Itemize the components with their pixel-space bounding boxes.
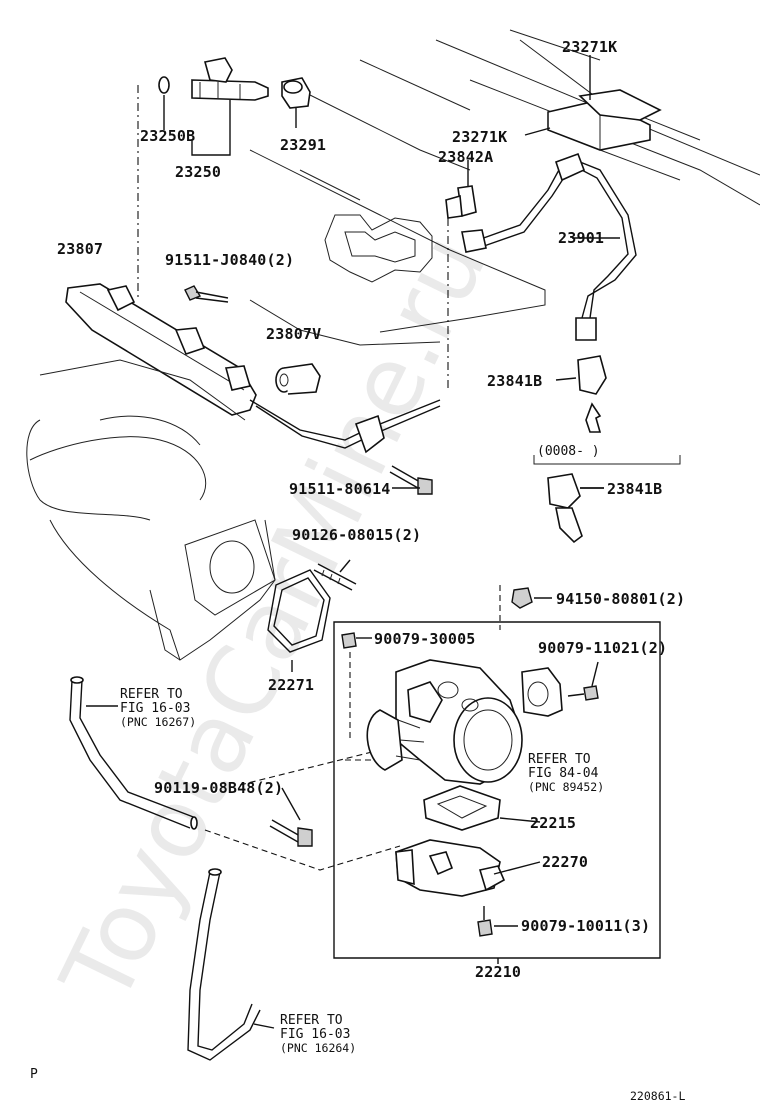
throttle-body-assembly-frame xyxy=(333,621,661,964)
label-91511-j0840: 91511-J0840(2) xyxy=(165,251,294,269)
ref-fig: FIG 16-03 xyxy=(280,1027,350,1042)
label-23901: 23901 xyxy=(558,229,604,247)
screw-90079-30005 xyxy=(341,632,372,649)
gasket-22271 xyxy=(267,569,331,653)
ref-pnc: (PNC 16264) xyxy=(280,1041,356,1055)
insulator-23807v xyxy=(275,363,321,395)
label-23841b-lower: 23841B xyxy=(607,480,662,498)
intake-manifold xyxy=(26,359,276,661)
clamp-23841b-upper xyxy=(577,355,607,433)
label-23250b: 23250B xyxy=(140,127,195,145)
gasket-22215 xyxy=(423,785,541,831)
label-90079-30005: 90079-30005 xyxy=(374,630,476,648)
footer-mark: P xyxy=(30,1067,38,1082)
reference-note-3: REFER TO FIG 16-03 (PNC 16264) xyxy=(280,1013,356,1055)
label-22215: 22215 xyxy=(530,814,576,832)
label-90079-11021: 90079-11021(2) xyxy=(538,639,667,657)
hose-lower xyxy=(187,868,275,1061)
label-23841b-upper: 23841B xyxy=(487,372,542,390)
label-91511-80614: 91511-80614 xyxy=(289,480,391,498)
throttle-body xyxy=(366,659,523,785)
label-23250: 23250 xyxy=(175,163,221,181)
insulator-23291 xyxy=(281,77,311,128)
label-23842a: 23842A xyxy=(438,148,493,166)
label-22271: 22271 xyxy=(268,676,314,694)
label-23807v: 23807V xyxy=(266,325,321,343)
part-labels: 23271K 23271K 23250B 23250 23291 23842A … xyxy=(57,38,685,981)
label-23271k: 23271K xyxy=(452,128,507,146)
ref-fig: FIG 16-03 xyxy=(120,701,190,716)
clamp-23841b-lower xyxy=(547,473,604,544)
ref-pnc: (PNC 89452) xyxy=(528,780,604,794)
label-23271k-top: 23271K xyxy=(562,38,617,56)
label-94150-80801: 94150-80801(2) xyxy=(556,590,685,608)
reference-note-2: REFER TO FIG 84-04 (PNC 89452) xyxy=(528,752,604,794)
fuel-hose-23901 xyxy=(461,152,637,341)
cap-23842a xyxy=(445,160,477,219)
label-serial-range: (0008- ) xyxy=(537,444,600,459)
stud-90126-08015 xyxy=(313,559,357,591)
reference-note-1: REFER TO FIG 16-03 (PNC 16267) xyxy=(120,687,196,729)
idle-air-control-valve-22270 xyxy=(395,839,541,897)
label-23291: 23291 xyxy=(280,136,326,154)
label-90126-08015: 90126-08015(2) xyxy=(292,526,421,544)
engine-block-outline xyxy=(249,29,760,346)
serial-range-bracket xyxy=(533,455,681,465)
ref-pnc: (PNC 16267) xyxy=(120,715,196,729)
insulator-23271k xyxy=(524,55,662,151)
fuel-injector-23250 xyxy=(158,57,269,156)
label-leaders xyxy=(291,237,620,672)
label-90079-10011: 90079-10011(3) xyxy=(521,917,650,935)
fuel-delivery-pipe-23807 xyxy=(65,283,441,454)
ref-title: REFER TO xyxy=(280,1013,343,1028)
hose-upper-left xyxy=(69,676,198,830)
nut-94150-80801 xyxy=(511,587,552,609)
label-22210: 22210 xyxy=(475,963,521,981)
label-90119-08b48: 90119-08B48(2) xyxy=(154,779,283,797)
label-23807: 23807 xyxy=(57,240,103,258)
ref-title: REFER TO xyxy=(528,752,591,767)
bolt-91511-j0840 xyxy=(184,285,229,303)
throttle-position-sensor xyxy=(521,661,599,717)
label-22270: 22270 xyxy=(542,853,588,871)
bolt-90119-08b48 xyxy=(269,787,313,847)
ref-title: REFER TO xyxy=(120,687,183,702)
ref-fig: FIG 84-04 xyxy=(528,766,599,781)
diagram-id: 220861-L xyxy=(630,1089,685,1103)
screw-90079-10011 xyxy=(477,906,518,937)
